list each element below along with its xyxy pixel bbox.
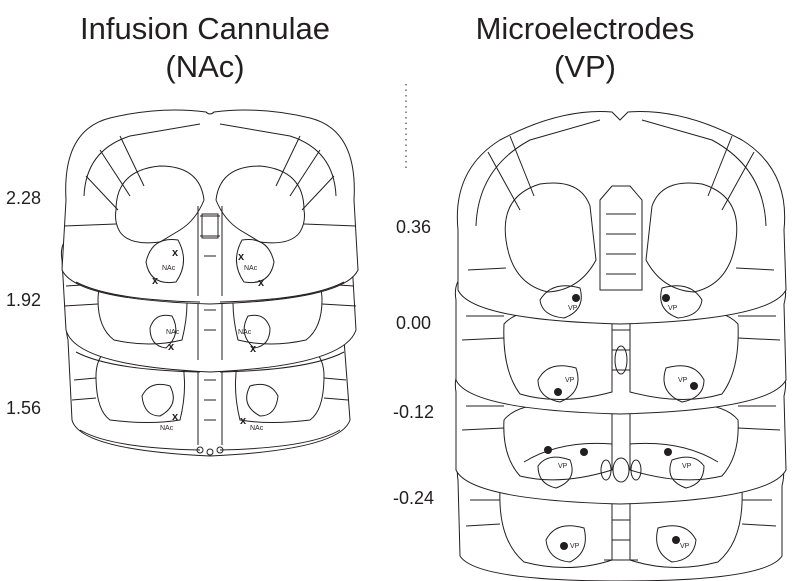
region-label: NAc [238, 329, 252, 336]
electrode-marker [690, 382, 698, 390]
cannula-marker: x [172, 411, 179, 423]
electrode-marker [672, 536, 680, 544]
electrode-marker [662, 294, 670, 302]
region-label: VP [668, 305, 678, 312]
region-label: NAc [166, 329, 180, 336]
region-label: VP [680, 543, 690, 550]
electrode-marker [544, 446, 552, 454]
region-label: NAc [160, 425, 174, 432]
cannula-marker: x [238, 251, 245, 263]
cannula-marker: x [250, 343, 257, 355]
electrode-marker [664, 448, 672, 456]
cannula-marker: x [258, 277, 265, 289]
cannula-marker: x [152, 275, 159, 287]
region-label: NAc [162, 265, 176, 272]
left-section-top [62, 110, 358, 304]
region-label: VP [565, 377, 575, 384]
region-label: VP [558, 463, 568, 470]
region-label: VP [678, 377, 688, 384]
cannula-marker: x [172, 247, 179, 259]
region-label: VP [570, 543, 580, 550]
region-label: VP [568, 305, 578, 312]
electrode-marker [560, 542, 568, 550]
region-label: VP [682, 463, 692, 470]
cannula-marker: x [240, 415, 247, 427]
cannula-marker: x [168, 341, 175, 353]
region-label: NAc [244, 265, 258, 272]
electrode-marker [572, 294, 580, 302]
electrode-marker [554, 388, 562, 396]
region-label: NAc [250, 425, 264, 432]
electrode-marker [580, 448, 588, 456]
right-section-1 [457, 112, 786, 324]
